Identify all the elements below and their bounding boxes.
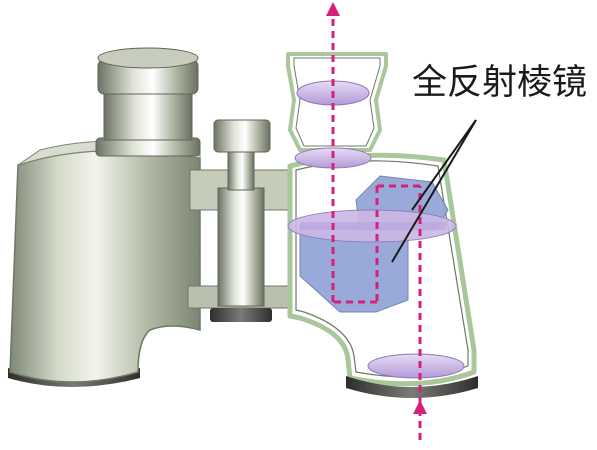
left-eyepiece-collar (95, 137, 201, 157)
prism-annotation-label: 全反射棱镜 (412, 63, 588, 103)
focus-knob (213, 119, 271, 153)
total-reflection-prisms (287, 175, 457, 313)
right-base-ring (346, 376, 478, 398)
focus-wheel (217, 187, 265, 307)
left-barrel-body (9, 149, 201, 383)
hinge-base-ring (210, 308, 272, 322)
entry-arrowhead-icon (413, 400, 427, 414)
light-path (331, 10, 422, 440)
left-barrel (8, 140, 201, 387)
prism-plate-edge (300, 222, 446, 230)
leader-line-upper-prism (411, 119, 477, 211)
left-eyepiece (95, 47, 201, 157)
center-hinge (187, 119, 293, 322)
focus-shaft (227, 149, 255, 191)
left-eyecup-top (97, 47, 199, 69)
objective-lens (367, 353, 465, 379)
exit-arrowhead-icon (326, 2, 340, 16)
left-eyepiece-tube (103, 89, 193, 141)
leader-line-lower-prism (391, 119, 477, 263)
right-eyepiece-inner (293, 57, 381, 147)
